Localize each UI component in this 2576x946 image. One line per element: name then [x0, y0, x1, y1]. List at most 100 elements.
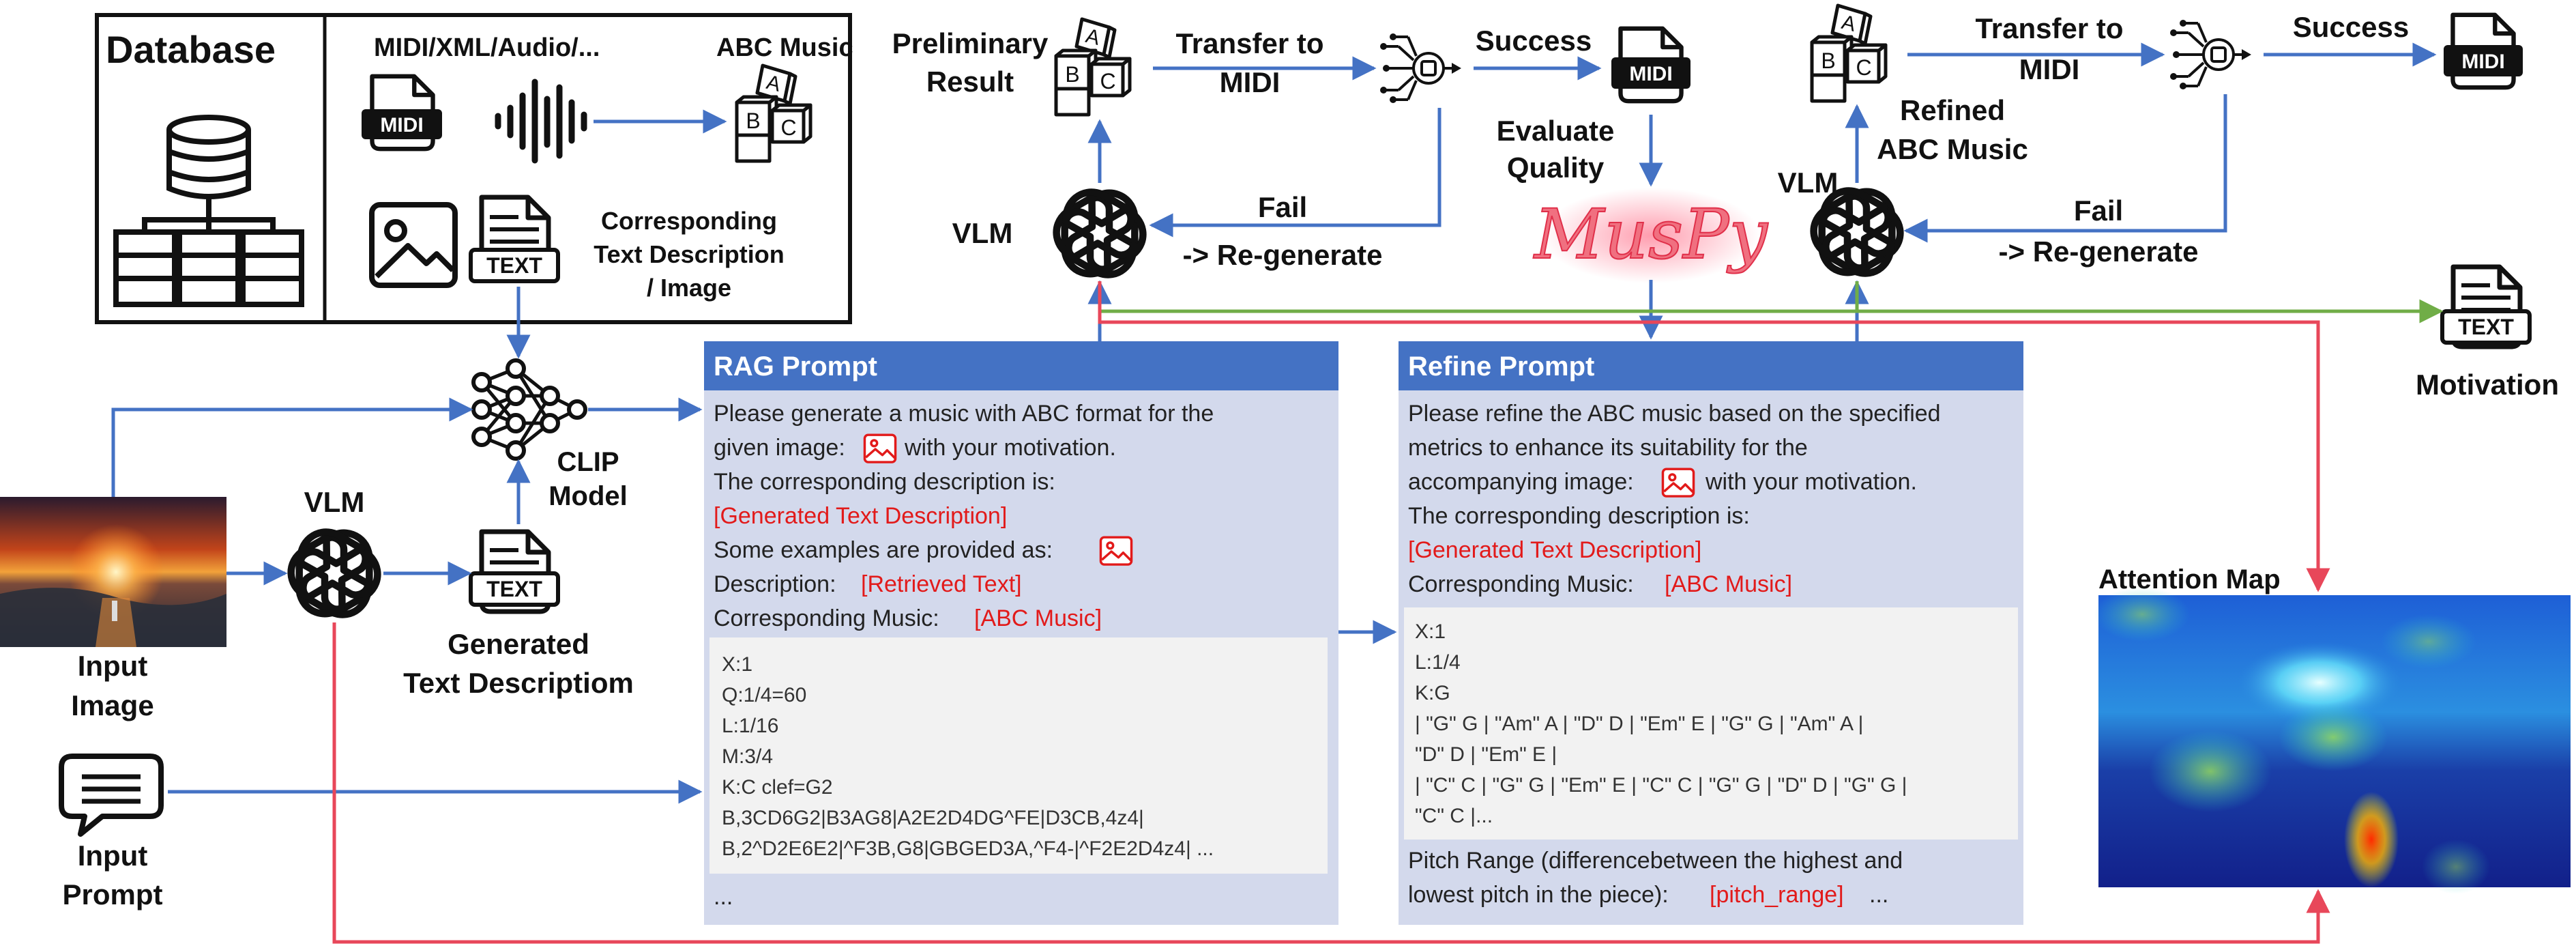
svg-text:The corresponding description: The corresponding description is: — [714, 469, 1055, 495]
refine-code-lines: X:1 L:1/4 K:G | "G" G | "Am" A | "D" D |… — [1415, 620, 1907, 827]
input-image-label-2: Image — [71, 689, 153, 721]
svg-text:with your motivation.: with your motivation. — [904, 435, 1116, 461]
corresponding-label-2: Text Description — [594, 240, 784, 268]
preliminary-label-2: Result — [926, 66, 1014, 98]
svg-text:[Retrieved Text]: [Retrieved Text] — [861, 571, 1022, 597]
svg-text:L:1/4: L:1/4 — [1415, 651, 1461, 674]
svg-text:| "G" G | "Am" A | "D" D | "Em: | "G" G | "Am" A | "D" D | "Em" E | "G" … — [1415, 713, 1863, 735]
refine-prompt-panel: Refine Prompt Please refine the ABC musi… — [1399, 341, 2023, 925]
svg-text:Pitch Range (differencebetween: Pitch Range (differencebetween the highe… — [1408, 848, 1903, 874]
svg-text:metrics to enhance its suitabi: metrics to enhance its suitability for t… — [1408, 435, 1808, 461]
transfer-label-2: MIDI — [1220, 66, 1280, 98]
success-label-right: Success — [2293, 11, 2409, 43]
clip-label-2: Model — [548, 481, 628, 511]
svg-text:K:G: K:G — [1415, 682, 1450, 704]
motivation-text-file-icon: TEXT — [2440, 267, 2532, 347]
evaluate-label-1: Evaluate — [1497, 115, 1615, 147]
motivation-label: Motivation — [2416, 369, 2559, 401]
formats-label: MIDI/XML/Audio/... — [374, 33, 600, 62]
svg-text:given image:: given image: — [714, 435, 845, 461]
abc-music-label: ABC Music — [716, 33, 853, 62]
generated-label-2: Text Descriptiom — [403, 667, 634, 699]
database-icon — [113, 115, 304, 307]
transfer-label-1: Transfer to — [1175, 27, 1323, 59]
svg-text:X:1: X:1 — [722, 653, 752, 676]
generated-label-1: Generated — [448, 628, 589, 660]
preliminary-label-1: Preliminary — [892, 27, 1049, 59]
svg-text:"C" C |...: "C" C |... — [1415, 805, 1493, 827]
svg-text:accompanying image:: accompanying image: — [1408, 469, 1634, 495]
audio-waveform-icon — [495, 78, 587, 164]
rag-title: RAG Prompt — [714, 352, 877, 382]
input-prompt-chat-icon — [59, 754, 164, 837]
input-image-label-1: Input — [78, 650, 148, 682]
refined-label-1: Refined — [1900, 94, 2005, 126]
muspy-logo: MusPy — [1532, 188, 1769, 283]
midi-output-icon: MIDI — [1611, 29, 1690, 101]
svg-text:Corresponding Music:: Corresponding Music: — [1408, 571, 1634, 597]
attention-map-image — [2094, 587, 2571, 894]
fail-label-2: Fail — [2074, 195, 2123, 227]
svg-text:...: ... — [1869, 882, 1888, 908]
success-label: Success — [1476, 25, 1592, 57]
rag-prompt-panel: RAG Prompt Please generate a music with … — [704, 341, 1338, 925]
svg-text:Corresponding Music:: Corresponding Music: — [714, 605, 939, 631]
input-image-thumbnail — [0, 497, 226, 647]
generated-text-file-icon: TEXT — [469, 532, 560, 612]
svg-text:L:1/16: L:1/16 — [722, 715, 778, 737]
input-prompt-label-2: Prompt — [63, 878, 163, 911]
image-icon — [369, 202, 458, 288]
svg-text:M:3/4: M:3/4 — [722, 745, 773, 768]
regenerate-label-1: -> Re-generate — [1183, 239, 1383, 271]
rag-image-placeholder-icon — [863, 433, 897, 463]
midi-file-icon: MIDI — [362, 76, 442, 149]
vlm-middle-label: VLM — [952, 217, 1013, 249]
svg-text:MIDI: MIDI — [380, 114, 423, 137]
vlm-left-label: VLM — [304, 486, 365, 518]
evaluate-label-2: Quality — [1507, 152, 1605, 184]
corresponding-label-1: Corresponding — [601, 207, 777, 235]
svg-text:[ABC Music]: [ABC Music] — [1665, 571, 1792, 597]
svg-text:B,3CD6G2|B3AG8|A2E2D4DG^FE|D3C: B,3CD6G2|B3AG8|A2E2D4DG^FE|D3CB,4z4| — [722, 807, 1144, 829]
svg-text:Some examples are provided as:: Some examples are provided as: — [714, 537, 1053, 563]
svg-text:"D" D | "Em" E |: "D" D | "Em" E | — [1415, 743, 1557, 766]
arrow-attention-red-bottom — [332, 622, 2330, 944]
refined-label-2: ABC Music — [1877, 133, 2028, 165]
database-title: Database — [106, 28, 276, 71]
svg-text:Please refine the ABC music ba: Please refine the ABC music based on the… — [1408, 401, 1941, 427]
preliminary-abc-blocks-icon — [1056, 19, 1130, 115]
svg-text:MusPy: MusPy — [1533, 195, 1768, 274]
database-box: Database MIDI/XML/Audio/... ABC Music MI… — [95, 13, 853, 324]
corresponding-label-3: / Image — [647, 274, 731, 302]
input-prompt-label-1: Input — [78, 840, 148, 872]
svg-text:TEXT: TEXT — [486, 577, 542, 601]
arrow-fail-loop-2 — [1903, 94, 2227, 243]
clip-label-1: CLIP — [557, 447, 619, 477]
svg-text:The corresponding description: The corresponding description is: — [1408, 503, 1750, 529]
refined-abc-blocks-icon — [1812, 5, 1886, 101]
svg-text:MIDI: MIDI — [1629, 63, 1672, 85]
rag-code-lines: X:1 Q:1/4=60 L:1/16 M:3/4 K:C clef=G2 B,… — [722, 653, 1214, 860]
svg-text:Please generate a music with A: Please generate a music with ABC format … — [714, 401, 1214, 427]
transfer-label-right-1: Transfer to — [1975, 12, 2123, 44]
svg-text:TEXT: TEXT — [486, 253, 542, 278]
svg-text:K:C clef=G2: K:C clef=G2 — [722, 776, 833, 799]
refine-code-block — [1404, 607, 2018, 840]
arrow-motivation-green — [1098, 281, 2444, 324]
svg-text:with your motivation.: with your motivation. — [1705, 469, 1917, 495]
svg-text:[ABC Music]: [ABC Music] — [974, 605, 1102, 631]
refine-image-placeholder-icon — [1661, 468, 1695, 498]
clip-neural-net-icon — [471, 358, 587, 461]
vlm-right-label: VLM — [1778, 167, 1839, 199]
transfer-label-right-2: MIDI — [2019, 53, 2080, 85]
svg-text:Q:1/4=60: Q:1/4=60 — [722, 684, 806, 706]
rag-example-image-icon — [1099, 536, 1133, 566]
rag-code-block — [709, 637, 1328, 874]
svg-text:B,2^D2E6E2|^F3B,G8|GBGED3A,^F4: B,2^D2E6E2|^F3B,G8|GBGED3A,^F4-|^F2E2D4z… — [722, 837, 1214, 860]
svg-text:TEXT: TEXT — [2458, 315, 2514, 339]
svg-text:[Generated Text Description]: [Generated Text Description] — [714, 503, 1007, 529]
vlm-middle-openai-icon — [1047, 183, 1152, 284]
converter-chip-icon-right — [2169, 18, 2253, 91]
arrow-image-to-clip — [111, 397, 473, 497]
